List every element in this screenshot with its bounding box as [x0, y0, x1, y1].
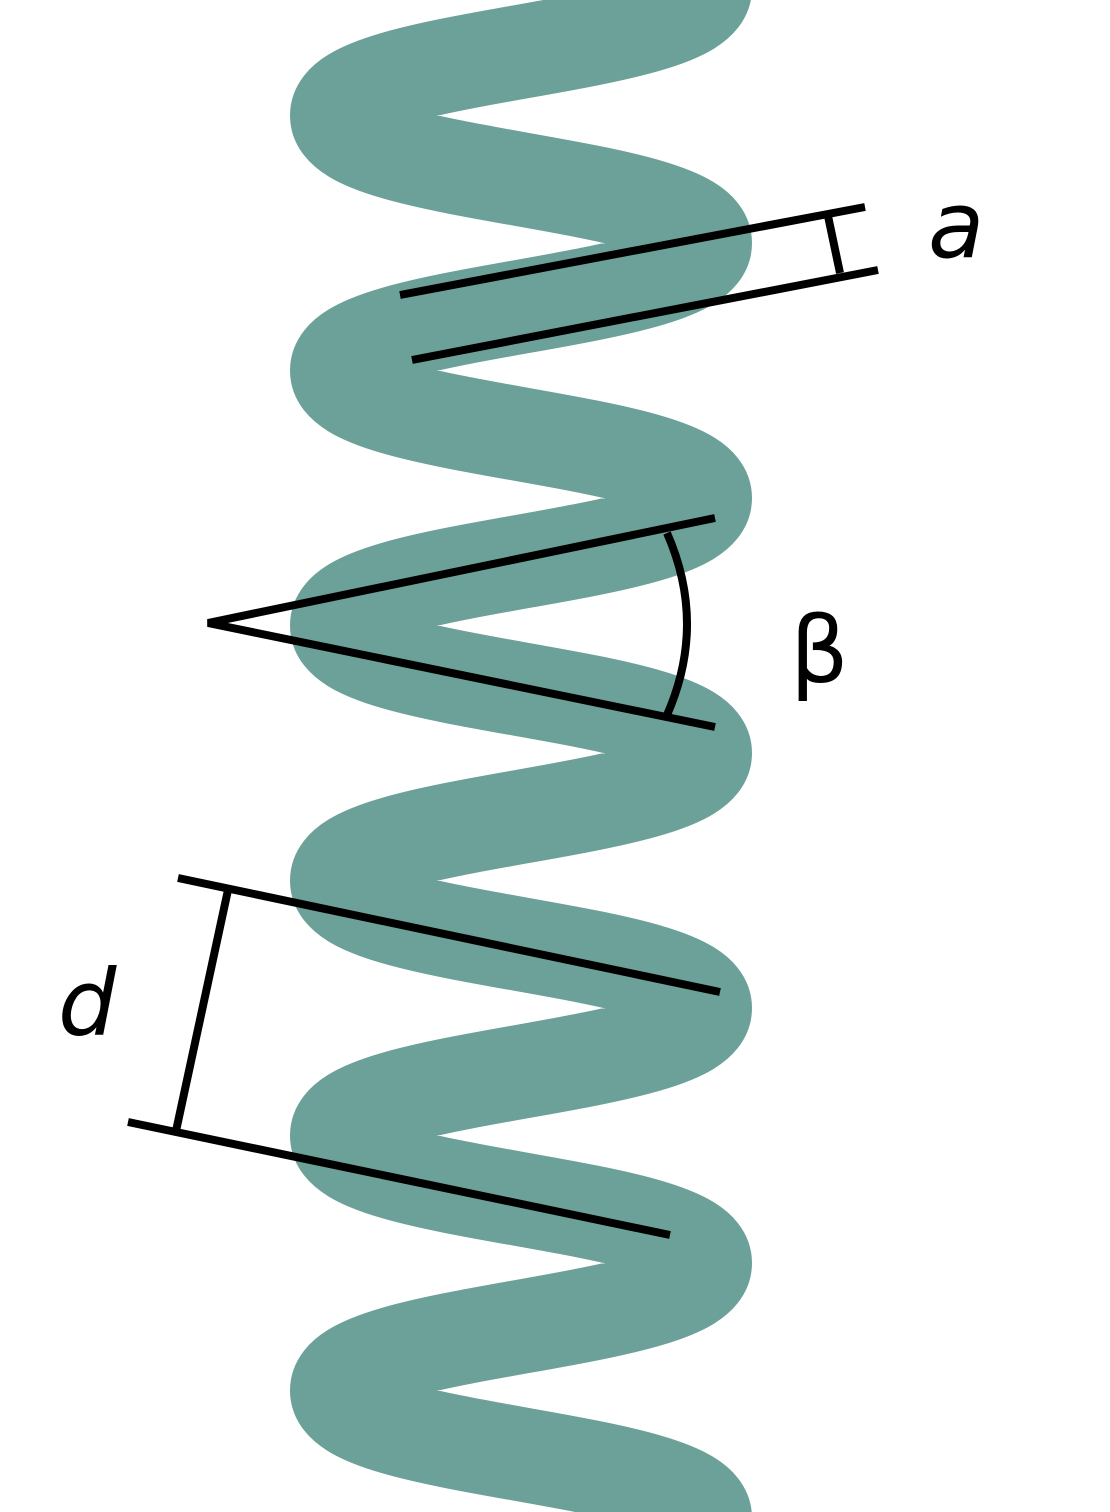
angle-annotation [207, 514, 716, 731]
pitch-line-upper [177, 874, 721, 996]
thickness-line-upper [399, 203, 866, 299]
spring-coil [289, 0, 753, 1512]
pitch-annotation [127, 874, 721, 1239]
angle-lines [207, 514, 716, 731]
pitch-line-lower [127, 1118, 671, 1239]
thickness-line-lower [411, 266, 879, 364]
angle-label: β [790, 597, 849, 704]
thickness-annotation [399, 203, 879, 364]
thickness-label: a [928, 172, 984, 279]
angle-arc [663, 531, 691, 717]
thickness-dimension-tick [824, 215, 844, 274]
pitch-label: d [58, 950, 117, 1057]
pitch-dimension-tick [172, 889, 232, 1132]
